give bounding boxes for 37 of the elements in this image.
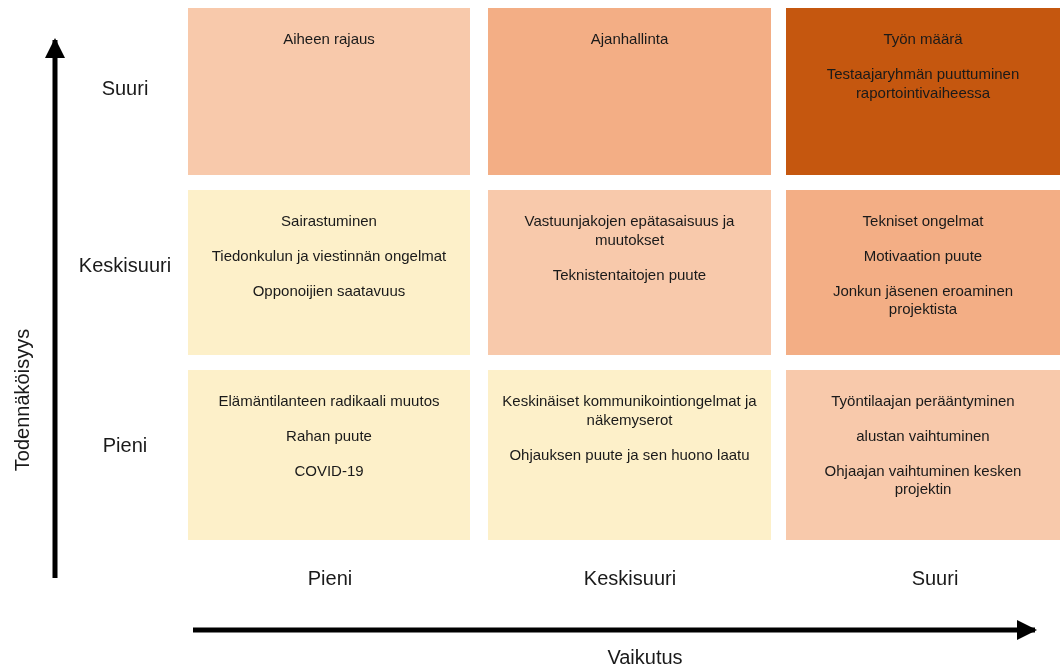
matrix-cell [488, 8, 771, 175]
risk-text: Sairastuminen [280, 212, 378, 231]
axis-title: Todennäköisyys [10, 328, 34, 472]
matrix-cell [786, 370, 1060, 540]
risk-text: Keskinäiset kommunikointiongelmat ja näkemyserot [502, 392, 757, 430]
risk-text: Ohjauksen puute ja sen huono laatu [508, 445, 751, 465]
row-label: Suuri [101, 76, 149, 100]
column-label: Keskisuuri [583, 566, 677, 590]
row-label: Pieni [102, 433, 148, 457]
risk-text: Testaajaryhmän puuttuminen raportointivaiheessa [825, 64, 1021, 103]
matrix-cell [786, 8, 1060, 175]
column-label: Pieni [307, 566, 353, 590]
risk-text: Vastuunjakojen epätasaisuus ja muutokset [523, 212, 736, 250]
risk-text: Aiheen rajaus [282, 30, 376, 49]
risk-text: alustan vaihtuminen [855, 426, 991, 446]
column-label: Suuri [911, 566, 959, 590]
axis-title: Vaikutus [607, 645, 683, 669]
risk-text: Elämäntilanteen radikaali muutos [217, 392, 441, 411]
row-label: Keskisuuri [78, 253, 172, 277]
risk-text: Teknistentaitojen puute [551, 265, 708, 285]
risk-text: Tekniset ongelmat [861, 212, 985, 231]
matrix-cell [188, 190, 470, 355]
matrix-cell [488, 370, 771, 540]
matrix-cell [488, 190, 771, 355]
risk-text: COVID-19 [293, 461, 365, 481]
matrix-cell [188, 8, 470, 175]
risk-text: Työntilaajan perääntyminen [830, 392, 1016, 411]
matrix-cell [786, 190, 1060, 355]
risk-text: Jonkun jäsenen eroaminen projektista [831, 281, 1015, 319]
risk-text: Ohjaajan vaihtuminen kesken projektin [823, 461, 1023, 499]
risk-text: Opponoijien saatavuus [251, 281, 407, 301]
matrix-cell [188, 370, 470, 540]
risk-text: Tiedonkulun ja viestinnän ongelmat [210, 246, 448, 266]
risk-text: Työn määrä [882, 30, 964, 49]
risk-text: Ajanhallinta [589, 30, 670, 49]
risk-text: Rahan puute [285, 426, 373, 446]
risk-text: Motivaation puute [862, 246, 984, 266]
